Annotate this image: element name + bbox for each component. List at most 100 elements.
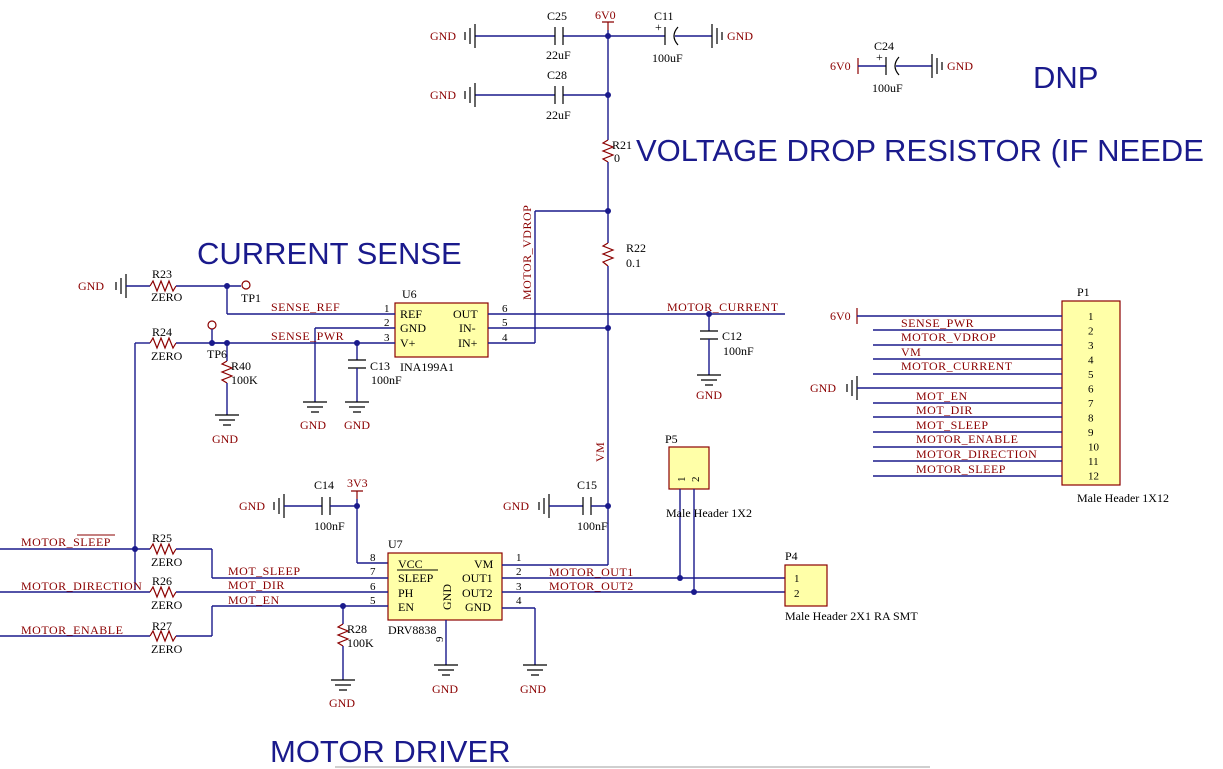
r28-body [336, 623, 350, 647]
r25-value: ZERO [151, 555, 183, 569]
c14-plates [321, 497, 331, 515]
u6-body [394, 302, 489, 358]
u7-pin-ph: PH [398, 586, 414, 600]
r22-body [601, 242, 615, 267]
u7-pinnum-8: 8 [370, 552, 376, 564]
gnd-c28: GND [430, 83, 476, 107]
junction-tp1 [224, 283, 230, 289]
p1-pin-1: 1 [1088, 311, 1094, 323]
net-motor-vdrop: MOTOR_VDROP [520, 205, 611, 343]
c24-value: 100uF [872, 81, 903, 95]
r40-body [220, 360, 234, 384]
capacitor-c11: + C11 100uF [652, 9, 683, 65]
net-label-mot-dir: MOT_DIR [228, 578, 285, 592]
p1-net-mot-dir: MOT_DIR [916, 403, 973, 417]
resistor-r28: R28 100K GND [329, 606, 374, 710]
c12-ref: C12 [722, 329, 742, 343]
r26-body [149, 585, 177, 599]
resistor-r23: GND R23 ZERO [78, 267, 241, 314]
tp6-symbol [207, 320, 217, 330]
p1-net-motor-current: MOTOR_CURRENT [901, 359, 1013, 373]
c24-plus: + [876, 50, 883, 64]
u6-pin-vplus: V+ [400, 336, 416, 350]
r24-value: ZERO [151, 349, 183, 363]
r26-value: ZERO [151, 598, 183, 612]
p1-6v0-label: 6V0 [830, 309, 851, 323]
resistor-r24: R24 ZERO [134, 325, 227, 590]
resistor-r22: R22 0.1 [601, 241, 646, 565]
resistor-r21: R21 0 [601, 138, 632, 243]
p1-pin-6: 6 [1088, 384, 1094, 396]
r27-value: ZERO [151, 642, 183, 656]
title-motor-driver: MOTOR DRIVER [270, 734, 511, 769]
r24-body [149, 336, 177, 350]
c28-ref: C28 [547, 68, 567, 82]
net-label-sense-pwr: SENSE_PWR [271, 329, 344, 343]
p5-value: Male Header 1X2 [666, 506, 752, 520]
title-dnp: DNP [1033, 60, 1098, 95]
capacitor-c14: GND C14 100nF 3V3 [239, 476, 388, 564]
u6-pinnum-2: 2 [384, 317, 390, 329]
gnd-label-u7-right: GND [520, 682, 546, 696]
gnd-label-r28: GND [329, 696, 355, 710]
u7-pin-sleep: SLEEP [398, 571, 434, 585]
p1-pin-8: 8 [1088, 413, 1094, 425]
u6-pin-gnd: GND [400, 321, 426, 335]
u7-pin-vm: VM [474, 557, 494, 571]
p4-ref: P4 [785, 549, 798, 563]
title-voltage-drop: VOLTAGE DROP RESISTOR (IF NEEDE [636, 133, 1204, 168]
r27-body [149, 629, 177, 643]
power-6v0-top-bar [602, 21, 614, 30]
header-p4: P4 1 2 Male Header 2X1 RA SMT [784, 549, 918, 623]
ic-u7: U7 DRV8838 VCC SLEEP PH EN 8 7 6 5 VM OU… [370, 537, 522, 642]
power-3v3: 3V3 [347, 476, 368, 490]
r27-ref: R27 [152, 619, 172, 633]
r40-value: 100K [231, 373, 258, 387]
net-label-motor-vdrop: MOTOR_VDROP [520, 205, 534, 300]
gnd-label-c15: GND [503, 499, 529, 513]
net-label-motor-out1: MOTOR_OUT1 [549, 565, 634, 579]
gnd-c11: GND [711, 24, 753, 48]
u6-pinnum-1: 1 [384, 303, 390, 315]
gnd-symbol-c24 [931, 54, 943, 78]
p1-net-motor-sleep: MOTOR_SLEEP [916, 462, 1006, 476]
junction-vdrop [605, 208, 611, 214]
gnd-symbol-c13 [345, 401, 369, 413]
p1-net-motor-vdrop: MOTOR_VDROP [901, 330, 996, 344]
gnd-symbol-c11 [711, 24, 723, 48]
gnd-label-c11: GND [727, 29, 753, 43]
u7-pinnum-6: 6 [370, 581, 376, 593]
u6-pinnum-6: 6 [502, 303, 508, 315]
power-6v0-top: 6V0 [595, 8, 616, 22]
gnd-symbol-u7-right [523, 664, 547, 676]
p5-pin-2: 2 [690, 477, 702, 483]
junction-motor-sleep [132, 546, 138, 552]
r23-body [149, 279, 177, 293]
p1-pin-9: 9 [1088, 427, 1094, 439]
title-current-sense: CURRENT SENSE [197, 236, 462, 271]
p1-gnd-symbol [846, 376, 858, 400]
p1-ref: P1 [1077, 285, 1090, 299]
u6-pin-inplus: IN+ [458, 336, 478, 350]
junction-inminus [605, 325, 611, 331]
gnd-symbol-r23 [115, 274, 127, 298]
p1-net-mot-sleep: MOT_SLEEP [916, 418, 989, 432]
p1-gnd-label: GND [810, 381, 836, 395]
r21-value: 0 [614, 151, 620, 165]
net-label-sense-ref: SENSE_REF [271, 300, 340, 314]
r23-value: ZERO [151, 290, 183, 304]
net-label-vm: VM [593, 442, 607, 462]
tp1-ref: TP1 [241, 291, 261, 305]
resistor-r40: R40 100K GND [212, 343, 258, 446]
gnd-label-c25: GND [430, 29, 456, 43]
r40-ref: R40 [231, 359, 251, 373]
u7-body [387, 552, 503, 621]
u7-pinnum-3: 3 [516, 581, 522, 593]
gnd-label-r23: GND [78, 279, 104, 293]
p1-pin-12: 12 [1088, 471, 1099, 483]
p4-pin-2: 2 [794, 588, 800, 600]
junction-3v3 [354, 503, 360, 509]
gnd-label-c13: GND [344, 418, 370, 432]
